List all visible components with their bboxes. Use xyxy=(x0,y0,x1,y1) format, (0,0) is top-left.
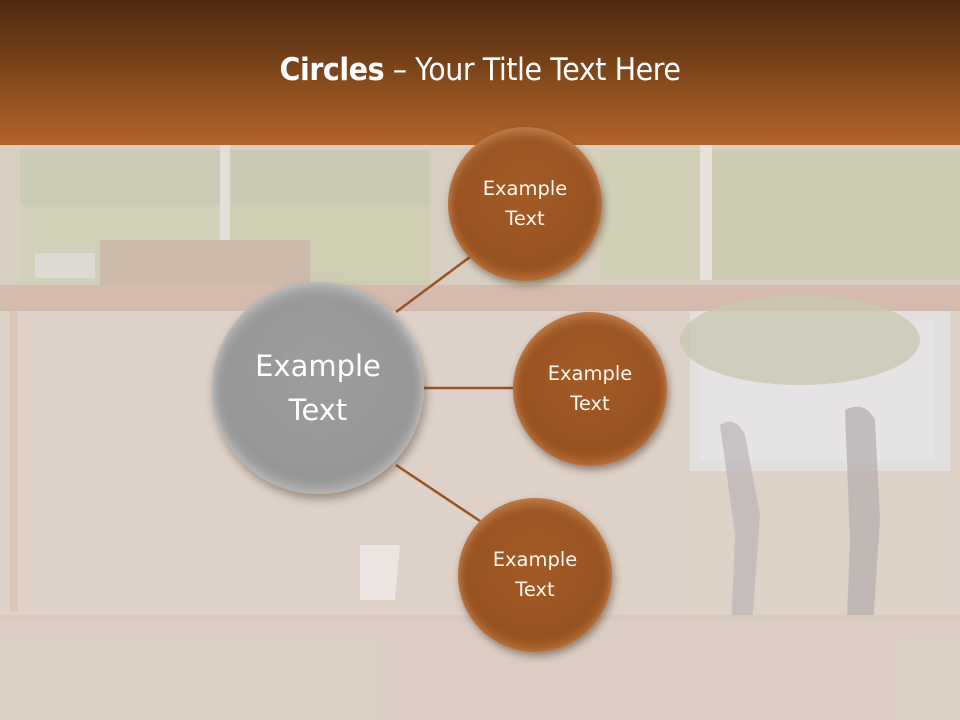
title-bold: Circles xyxy=(279,52,385,88)
slide-title: Circles – Your Title Text Here xyxy=(38,52,921,88)
satellite-top-line1: Example xyxy=(482,177,568,200)
center-circle[interactable]: Example Text xyxy=(212,282,424,494)
title-rest: – Your Title Text Here xyxy=(384,52,681,88)
center-circle-line2: Text xyxy=(288,393,348,427)
satellite-middle-line1: Example xyxy=(547,362,633,385)
slide-header: Circles – Your Title Text Here xyxy=(0,0,960,145)
satellite-circle-middle[interactable]: Example Text xyxy=(513,312,667,466)
connector-bottom xyxy=(395,463,481,523)
satellite-bottom-line1: Example xyxy=(492,548,578,571)
satellite-circle-top[interactable]: Example Text xyxy=(448,127,602,281)
satellite-top-line2: Text xyxy=(505,207,545,230)
satellite-circle-bottom[interactable]: Example Text xyxy=(458,498,612,652)
satellite-bottom-line2: Text xyxy=(515,578,555,601)
satellite-middle-line2: Text xyxy=(570,392,610,415)
center-circle-line1: Example xyxy=(255,349,381,383)
connector-top xyxy=(395,252,475,314)
